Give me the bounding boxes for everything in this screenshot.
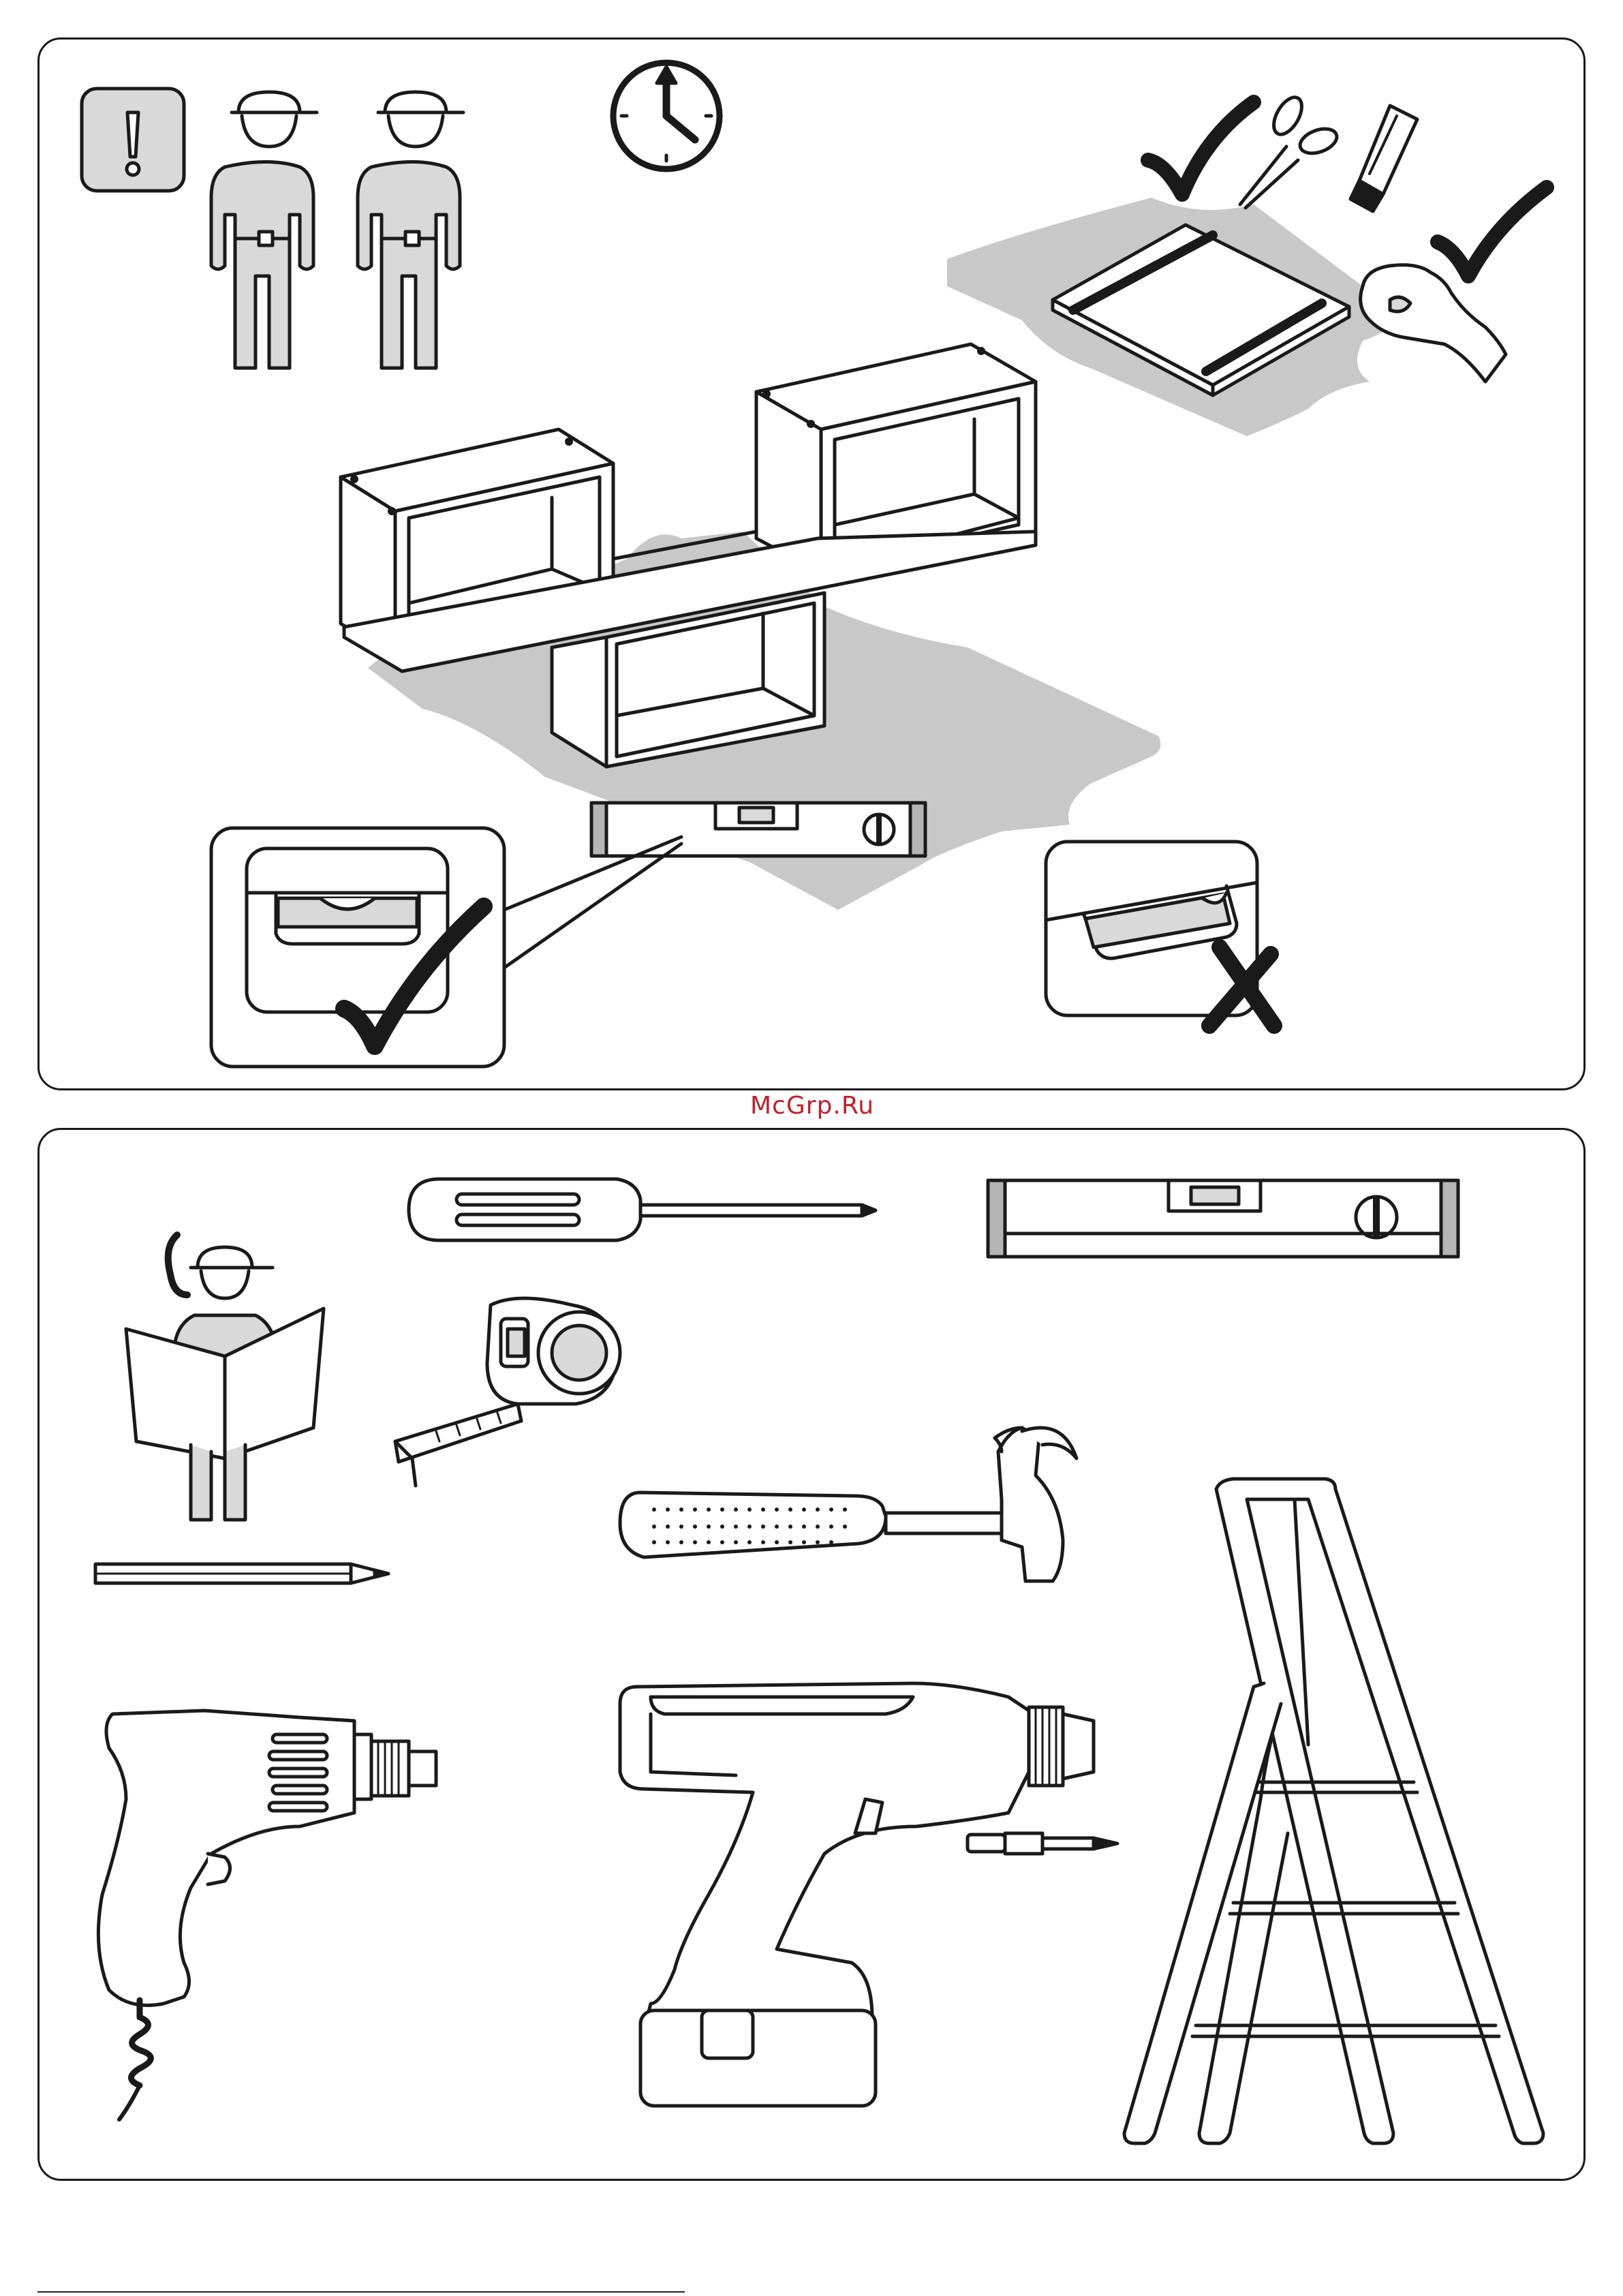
worker-figure-1 — [211, 92, 317, 368]
correct-level-callout — [211, 828, 504, 1067]
corded-drill-icon — [98, 1711, 436, 2119]
worker-figure-2 — [358, 92, 463, 368]
zoom-line — [504, 844, 681, 968]
watermark-text: McGrp.Ru — [744, 1092, 880, 1120]
phone-icon — [168, 1235, 187, 1295]
warning-exclamation-icon — [82, 89, 184, 191]
check-mark-icon — [1438, 187, 1547, 276]
cordless-drill-icon — [620, 1683, 1094, 2106]
clock-icon — [613, 63, 720, 169]
utility-knife-icon — [1350, 106, 1417, 211]
pencil-icon — [95, 1564, 388, 1583]
step-ladder-icon — [1124, 1479, 1543, 2143]
spirit-level-icon — [988, 1180, 1458, 1257]
footer-line — [37, 2291, 685, 2293]
person-reading-manual-icon — [126, 1235, 324, 1520]
screwdriver-icon — [409, 1179, 876, 1240]
incorrect-level-callout — [1046, 842, 1274, 1026]
hand-icon — [1361, 265, 1506, 382]
spirit-level-small — [591, 803, 925, 856]
hammer-icon — [620, 1428, 1077, 1581]
tape-measure-icon — [395, 1298, 620, 1486]
check-mark-icon — [1148, 102, 1254, 194]
screwdriver-bit-icon — [968, 1833, 1117, 1854]
